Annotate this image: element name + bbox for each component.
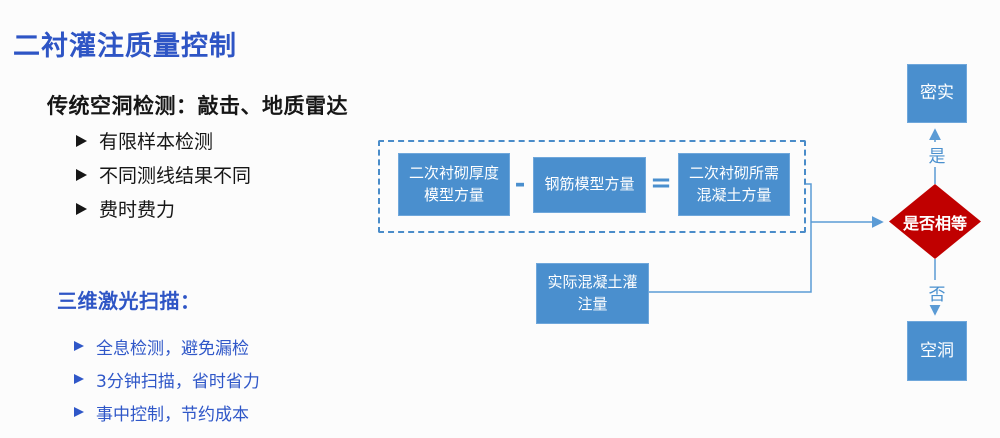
bullet-text: 3分钟扫描，省时省力 bbox=[96, 371, 260, 392]
arrowhead-right-icon bbox=[74, 407, 84, 417]
cavity-result-box: 空洞 bbox=[907, 321, 967, 381]
traditional-bullet-list: 有限样本检测 不同测线结果不同 费时费力 bbox=[76, 130, 252, 221]
minus-operator: - bbox=[514, 169, 526, 199]
list-item: 全息检测，避免漏检 bbox=[74, 336, 260, 359]
list-item: 不同测线结果不同 bbox=[76, 164, 252, 187]
decision-label: 是否相等 bbox=[902, 213, 967, 233]
actual-pour-volume-box: 实际混凝土灌 注量 bbox=[536, 263, 649, 324]
bullet-text: 事中控制，节约成本 bbox=[96, 404, 249, 425]
yes-branch-label: 是 bbox=[924, 142, 950, 167]
traditional-detection-heading: 传统空洞检测：敲击、地质雷达 bbox=[47, 94, 348, 118]
page-title: 二衬灌注质量控制 bbox=[13, 31, 237, 62]
arrowhead-right-icon bbox=[74, 374, 84, 384]
arrowhead-right-icon bbox=[76, 168, 87, 181]
list-item: 有限样本检测 bbox=[76, 130, 251, 153]
laser-scan-heading: 三维激光扫描： bbox=[57, 289, 201, 313]
bullet-text: 有限样本检测 bbox=[99, 131, 214, 153]
list-item: 3分钟扫描，省时省力 bbox=[74, 369, 260, 392]
decision-diamond: 是否相等 bbox=[889, 184, 981, 259]
bullet-text: 全息检测，避免漏检 bbox=[96, 338, 249, 359]
bullet-text: 费时费力 bbox=[99, 199, 176, 221]
bullet-text: 不同测线结果不同 bbox=[99, 165, 252, 187]
laser-bullet-list: 全息检测，避免漏检 3分钟扫描，省时省力 事中控制，节约成本 bbox=[74, 336, 260, 435]
arrowhead-right-icon bbox=[76, 134, 87, 147]
arrowhead-right-icon bbox=[76, 202, 87, 215]
required-concrete-volume-box: 二次衬砌所需 混凝土方量 bbox=[678, 153, 790, 216]
model-calculation-group-border bbox=[378, 140, 806, 233]
list-item: 事中控制，节约成本 bbox=[74, 402, 260, 425]
list-item: 费时费力 bbox=[76, 198, 251, 221]
thickness-model-volume-box: 二次衬砌厚度 模型方量 bbox=[398, 153, 510, 216]
no-branch-label: 否 bbox=[924, 280, 950, 305]
equals-operator: = bbox=[650, 168, 672, 198]
rebar-model-volume-box: 钢筋模型方量 bbox=[533, 157, 646, 213]
arrowhead-right-icon bbox=[74, 341, 84, 351]
dense-result-box: 密实 bbox=[907, 64, 967, 123]
